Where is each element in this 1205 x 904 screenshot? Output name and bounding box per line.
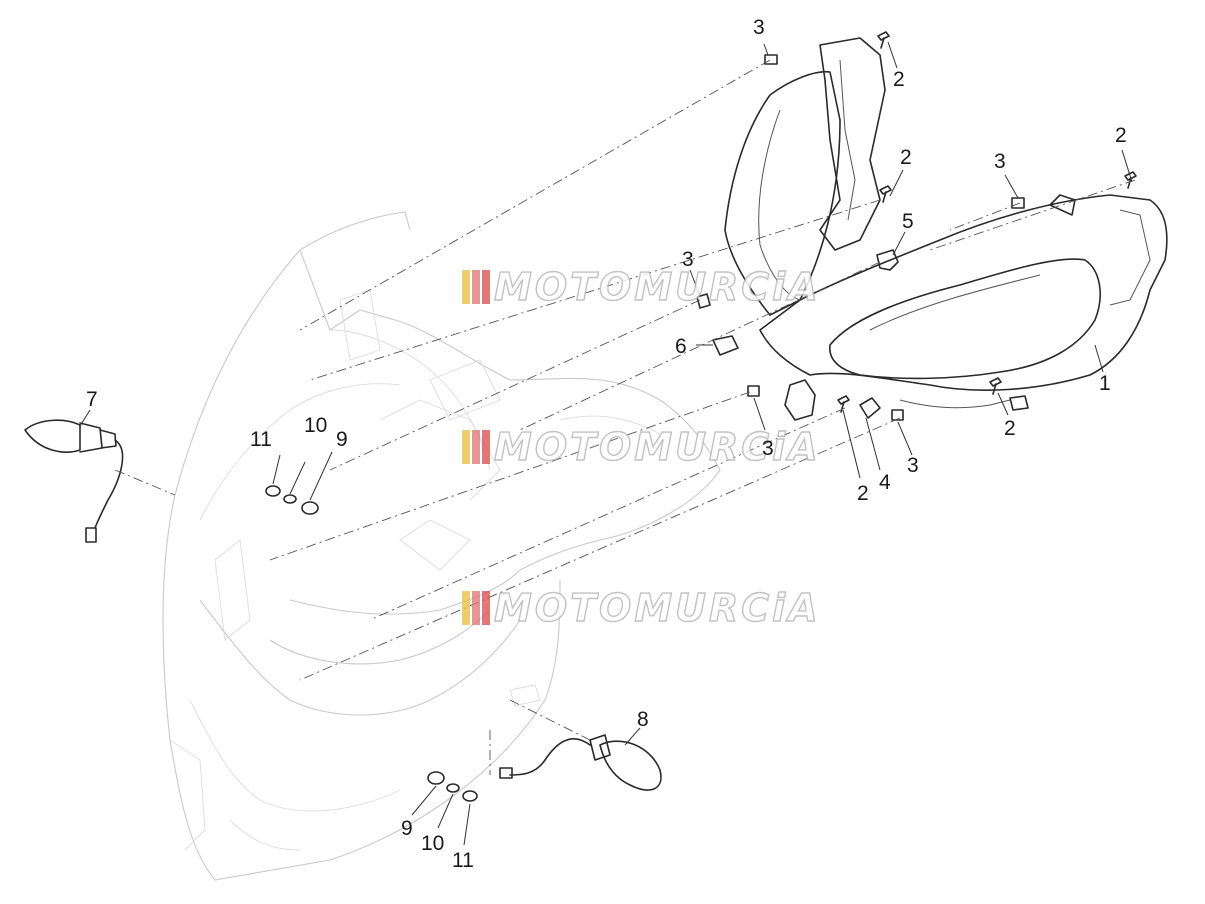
callout-3: 3 [682, 248, 694, 271]
clip-icon [747, 385, 760, 397]
clip-icon [1011, 197, 1025, 209]
callout-1: 1 [1099, 372, 1111, 395]
washers-upper [265, 485, 319, 515]
washers-lower [427, 771, 478, 802]
screw-icon [879, 185, 892, 203]
watermark-text: MOTOMURCiA [494, 265, 821, 309]
spring-washer-icon [283, 494, 297, 504]
callout-2: 2 [1115, 124, 1127, 147]
clip-icon [764, 54, 778, 65]
callout-3: 3 [907, 454, 919, 477]
watermark-3: MOTOMURCiA [462, 585, 821, 631]
screw-icon [1124, 171, 1137, 189]
screw-icon [989, 377, 1002, 395]
watermark-bar [462, 430, 470, 464]
watermark-bar [482, 591, 490, 625]
callout-11: 11 [250, 428, 272, 451]
watermark-bar [482, 430, 490, 464]
callout-10: 10 [421, 832, 444, 855]
watermark-text: MOTOMURCiA [494, 586, 821, 630]
watermark-bar [482, 270, 490, 304]
callout-3: 3 [753, 16, 765, 39]
washer-icon [462, 790, 478, 802]
watermark-2: MOTOMURCiA [462, 424, 821, 470]
watermark-text: MOTOMURCiA [494, 425, 821, 469]
callout-3: 3 [762, 437, 774, 460]
turn-signal-left [24, 419, 124, 543]
turn-signal-right [499, 734, 662, 791]
screw-icon [837, 395, 850, 413]
callout-2: 2 [857, 482, 869, 505]
fasteners [696, 31, 1137, 421]
washer-icon [265, 485, 281, 497]
watermark-bar [462, 591, 470, 625]
watermark-bar [472, 430, 480, 464]
watermark-bar [462, 270, 470, 304]
callout-2: 2 [893, 68, 905, 91]
callout-7: 7 [86, 388, 98, 411]
callout-labels: 3 2 2 2 3 5 3 6 1 7 11 10 9 3 2 4 3 2 8 … [86, 16, 1127, 872]
screw-icon [877, 31, 890, 49]
callout-6: 6 [675, 335, 687, 358]
clip-icon [891, 409, 904, 421]
grommet-icon [876, 249, 899, 271]
callout-9: 9 [401, 817, 413, 840]
nut-icon [427, 771, 445, 785]
callout-2: 2 [900, 146, 912, 169]
callout-10: 10 [304, 414, 327, 437]
watermark-bar [472, 270, 480, 304]
spring-washer-icon [446, 783, 460, 793]
leader-lines [79, 41, 1133, 846]
headlight-assembly [724, 37, 1168, 421]
callout-4: 4 [879, 471, 891, 494]
clip-icon [696, 293, 711, 309]
connector-icon [712, 335, 739, 356]
callout-5: 5 [902, 210, 914, 233]
assembly-lines [114, 59, 1136, 775]
watermark-1: MOTOMURCiA [462, 264, 821, 310]
callout-9: 9 [336, 428, 348, 451]
callout-8: 8 [637, 708, 649, 731]
nut-icon [301, 501, 319, 515]
bracket-icon [859, 397, 881, 419]
callout-11: 11 [452, 849, 474, 872]
watermark-bar [472, 591, 480, 625]
callout-2: 2 [1004, 417, 1016, 440]
front-shield-body [162, 211, 721, 881]
callout-3: 3 [994, 150, 1006, 173]
